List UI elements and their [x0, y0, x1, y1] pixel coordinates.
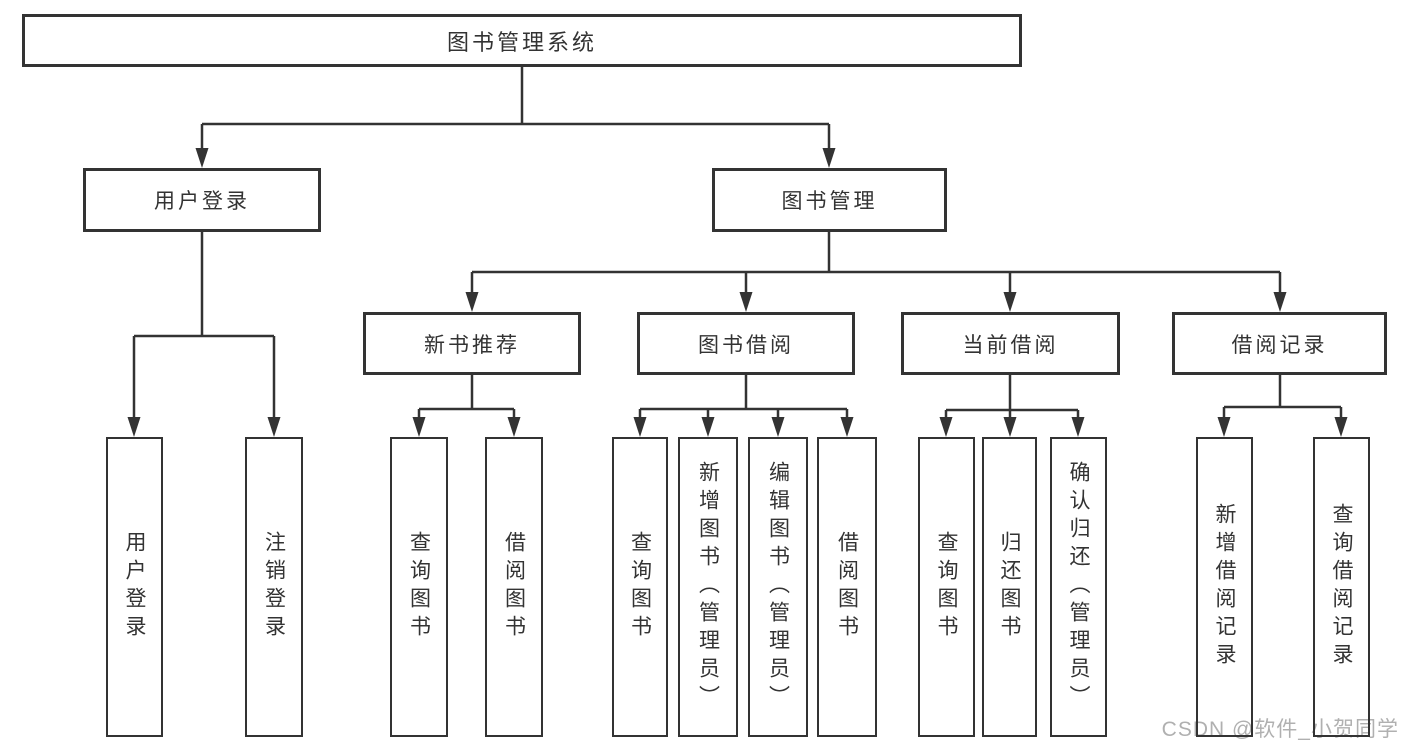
- leaf-add-borrow-record: 新增借阅记录: [1196, 437, 1253, 737]
- connector-strokes: [132, 67, 1343, 419]
- leaf-logout-label: 注销登录: [262, 531, 286, 643]
- leaf-confirm-return-admin-label: 确认归还（管理员）: [1067, 461, 1090, 713]
- leaf-user-login-label: 用户登录: [123, 531, 146, 643]
- leaf-newbook-query-books: 查询图书: [390, 437, 448, 737]
- leaf-current-query-books: 查询图书: [918, 437, 975, 737]
- node-root: 图书管理系统: [22, 14, 1022, 67]
- node-current-borrow: 当前借阅: [901, 312, 1120, 375]
- node-new-book-recommend: 新书推荐: [363, 312, 581, 375]
- leaf-confirm-return-admin: 确认归还（管理员）: [1050, 437, 1107, 737]
- leaf-query-borrow-record: 查询借阅记录: [1313, 437, 1370, 737]
- leaf-newbook-borrow-books-label: 借阅图书: [502, 531, 526, 643]
- arrowheads: [127, 148, 1348, 437]
- node-new-book-recommend-label: 新书推荐: [424, 333, 520, 357]
- leaf-borrow-query-books-label: 查询图书: [628, 531, 652, 643]
- leaf-borrow-books: 借阅图书: [817, 437, 877, 737]
- leaf-edit-books-admin-label: 编辑图书（管理员）: [766, 461, 790, 713]
- leaf-current-query-books-label: 查询图书: [935, 531, 958, 643]
- leaf-borrow-books-label: 借阅图书: [835, 531, 859, 643]
- node-book-management-label: 图书管理: [781, 190, 878, 213]
- leaf-add-borrow-record-label: 新增借阅记录: [1213, 503, 1236, 671]
- leaf-logout: 注销登录: [245, 437, 303, 737]
- leaf-newbook-query-books-label: 查询图书: [407, 531, 431, 643]
- leaf-add-books-admin: 新增图书（管理员）: [678, 437, 738, 737]
- leaf-return-books: 归还图书: [982, 437, 1037, 737]
- leaf-query-borrow-record-label: 查询借阅记录: [1330, 503, 1353, 671]
- node-book-borrow-label: 图书借阅: [698, 333, 794, 357]
- node-borrow-records-label: 借阅记录: [1231, 333, 1328, 357]
- node-user-login: 用户登录: [83, 168, 321, 232]
- leaf-add-books-admin-label: 新增图书（管理员）: [696, 461, 720, 713]
- node-book-management: 图书管理: [712, 168, 947, 232]
- node-current-borrow-label: 当前借阅: [962, 333, 1059, 357]
- leaf-return-books-label: 归还图书: [998, 531, 1021, 643]
- node-user-login-label: 用户登录: [154, 190, 250, 213]
- leaf-user-login: 用户登录: [106, 437, 163, 737]
- node-root-label: 图书管理系统: [446, 29, 597, 55]
- node-borrow-records: 借阅记录: [1172, 312, 1387, 375]
- leaf-edit-books-admin: 编辑图书（管理员）: [748, 437, 808, 737]
- node-book-borrow: 图书借阅: [637, 312, 855, 375]
- leaf-newbook-borrow-books: 借阅图书: [485, 437, 543, 737]
- leaf-borrow-query-books: 查询图书: [612, 437, 668, 737]
